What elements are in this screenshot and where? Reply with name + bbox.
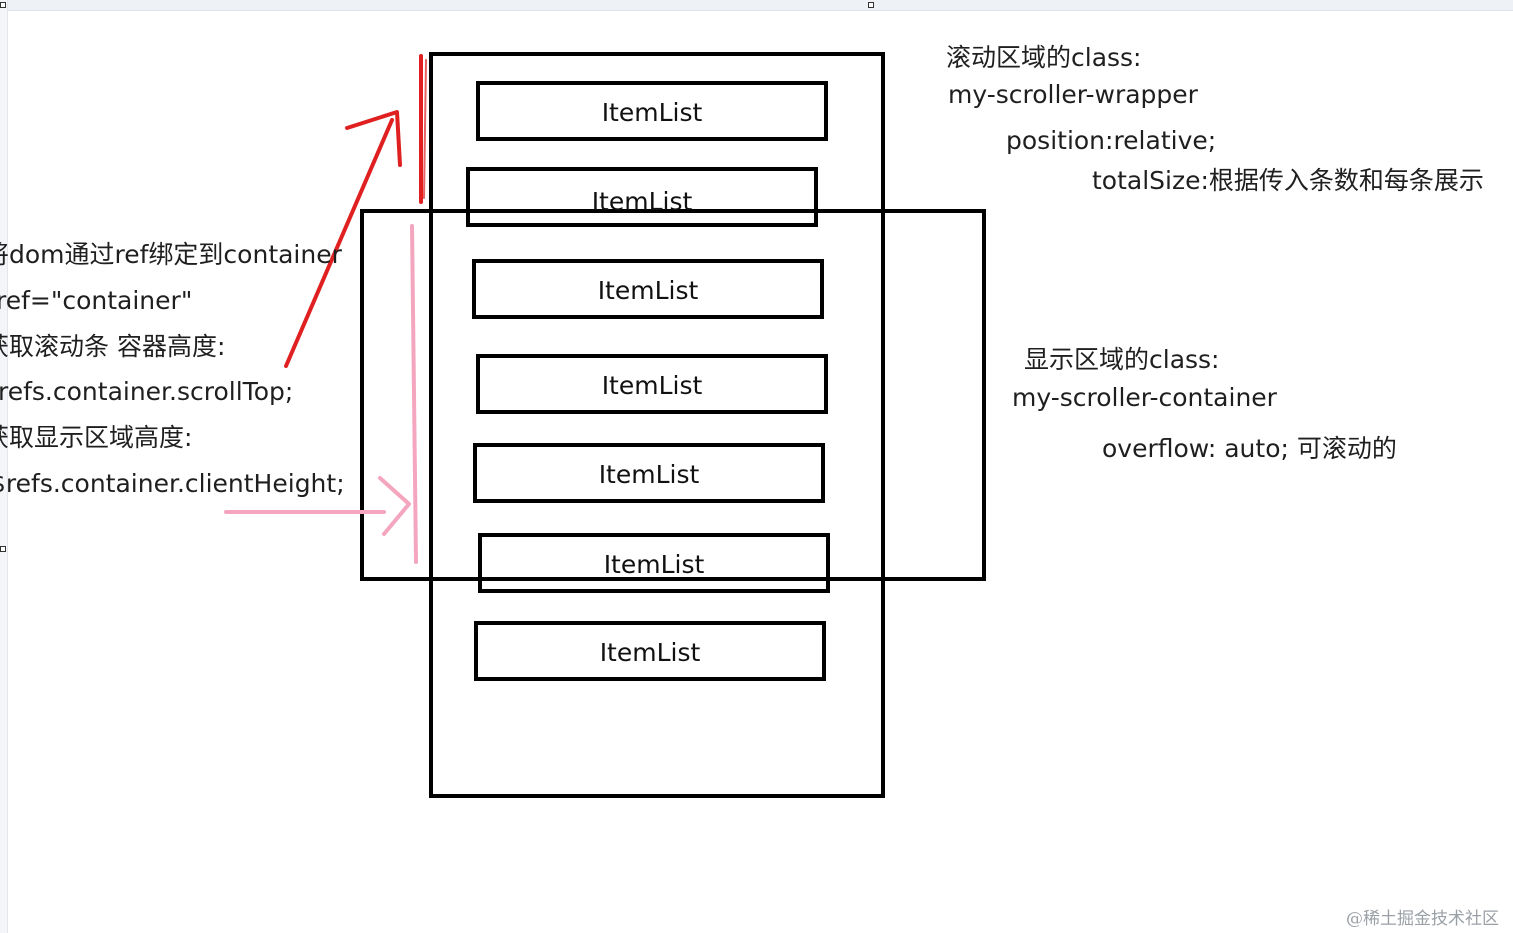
- wrapper-position-rule: position:relative;: [1006, 126, 1217, 155]
- item-list-label: ItemList: [597, 275, 699, 305]
- container-class-name: my-scroller-container: [1012, 383, 1277, 412]
- resize-handle-middle-left[interactable]: [0, 546, 6, 552]
- pink-arrow-head: [378, 476, 411, 536]
- item-list-label: ItemList: [599, 637, 701, 667]
- red-scroll-top-marker-2: [423, 59, 427, 199]
- note-scrolltop-label: 获取滚动条 容器高度:: [0, 332, 226, 361]
- note-clientheight-code: $refs.container.clientHeight;: [0, 469, 345, 498]
- container-overflow-rule: overflow: auto; 可滚动的: [1102, 434, 1397, 463]
- item-list-label: ItemList: [598, 459, 700, 489]
- canvas-left-edge: [0, 0, 8, 933]
- item-list-label: ItemList: [603, 549, 705, 579]
- item-list-label: ItemList: [591, 186, 693, 216]
- canvas-top-strip: [0, 0, 1513, 11]
- item-list-label: ItemList: [601, 97, 703, 127]
- note-bind-ref: 将dom通过ref绑定到container: [0, 240, 342, 269]
- scroller-container-box: [360, 209, 986, 581]
- item-list-5: ItemList: [473, 443, 825, 503]
- container-class-title: 显示区域的class:: [1024, 345, 1220, 374]
- item-list-6: ItemList: [478, 533, 830, 593]
- pink-client-height-marker: [410, 224, 418, 564]
- wrapper-class-name: my-scroller-wrapper: [948, 80, 1198, 109]
- scroller-wrapper-box: [429, 52, 885, 798]
- item-list-4: ItemList: [476, 354, 828, 414]
- item-list-7: ItemList: [474, 621, 826, 681]
- item-list-2: ItemList: [466, 167, 818, 227]
- red-arrow-head: [345, 110, 402, 167]
- note-ref-attr: ref="container": [0, 286, 193, 315]
- wrapper-total-size: totalSize:根据传入条数和每条展示: [1092, 166, 1484, 195]
- item-list-3: ItemList: [472, 259, 824, 319]
- red-arrow-shaft: [284, 118, 394, 368]
- item-list-1: ItemList: [476, 81, 828, 141]
- resize-handle-top-left[interactable]: [0, 2, 6, 8]
- item-list-label: ItemList: [601, 370, 703, 400]
- watermark: @稀土掘金技术社区: [1346, 909, 1499, 929]
- note-scrolltop-code: refs.container.scrollTop;: [0, 377, 294, 406]
- resize-handle-top-center[interactable]: [868, 2, 874, 8]
- wrapper-class-title: 滚动区域的class:: [946, 43, 1142, 72]
- note-clientheight-label: 获取显示区域高度:: [0, 423, 193, 452]
